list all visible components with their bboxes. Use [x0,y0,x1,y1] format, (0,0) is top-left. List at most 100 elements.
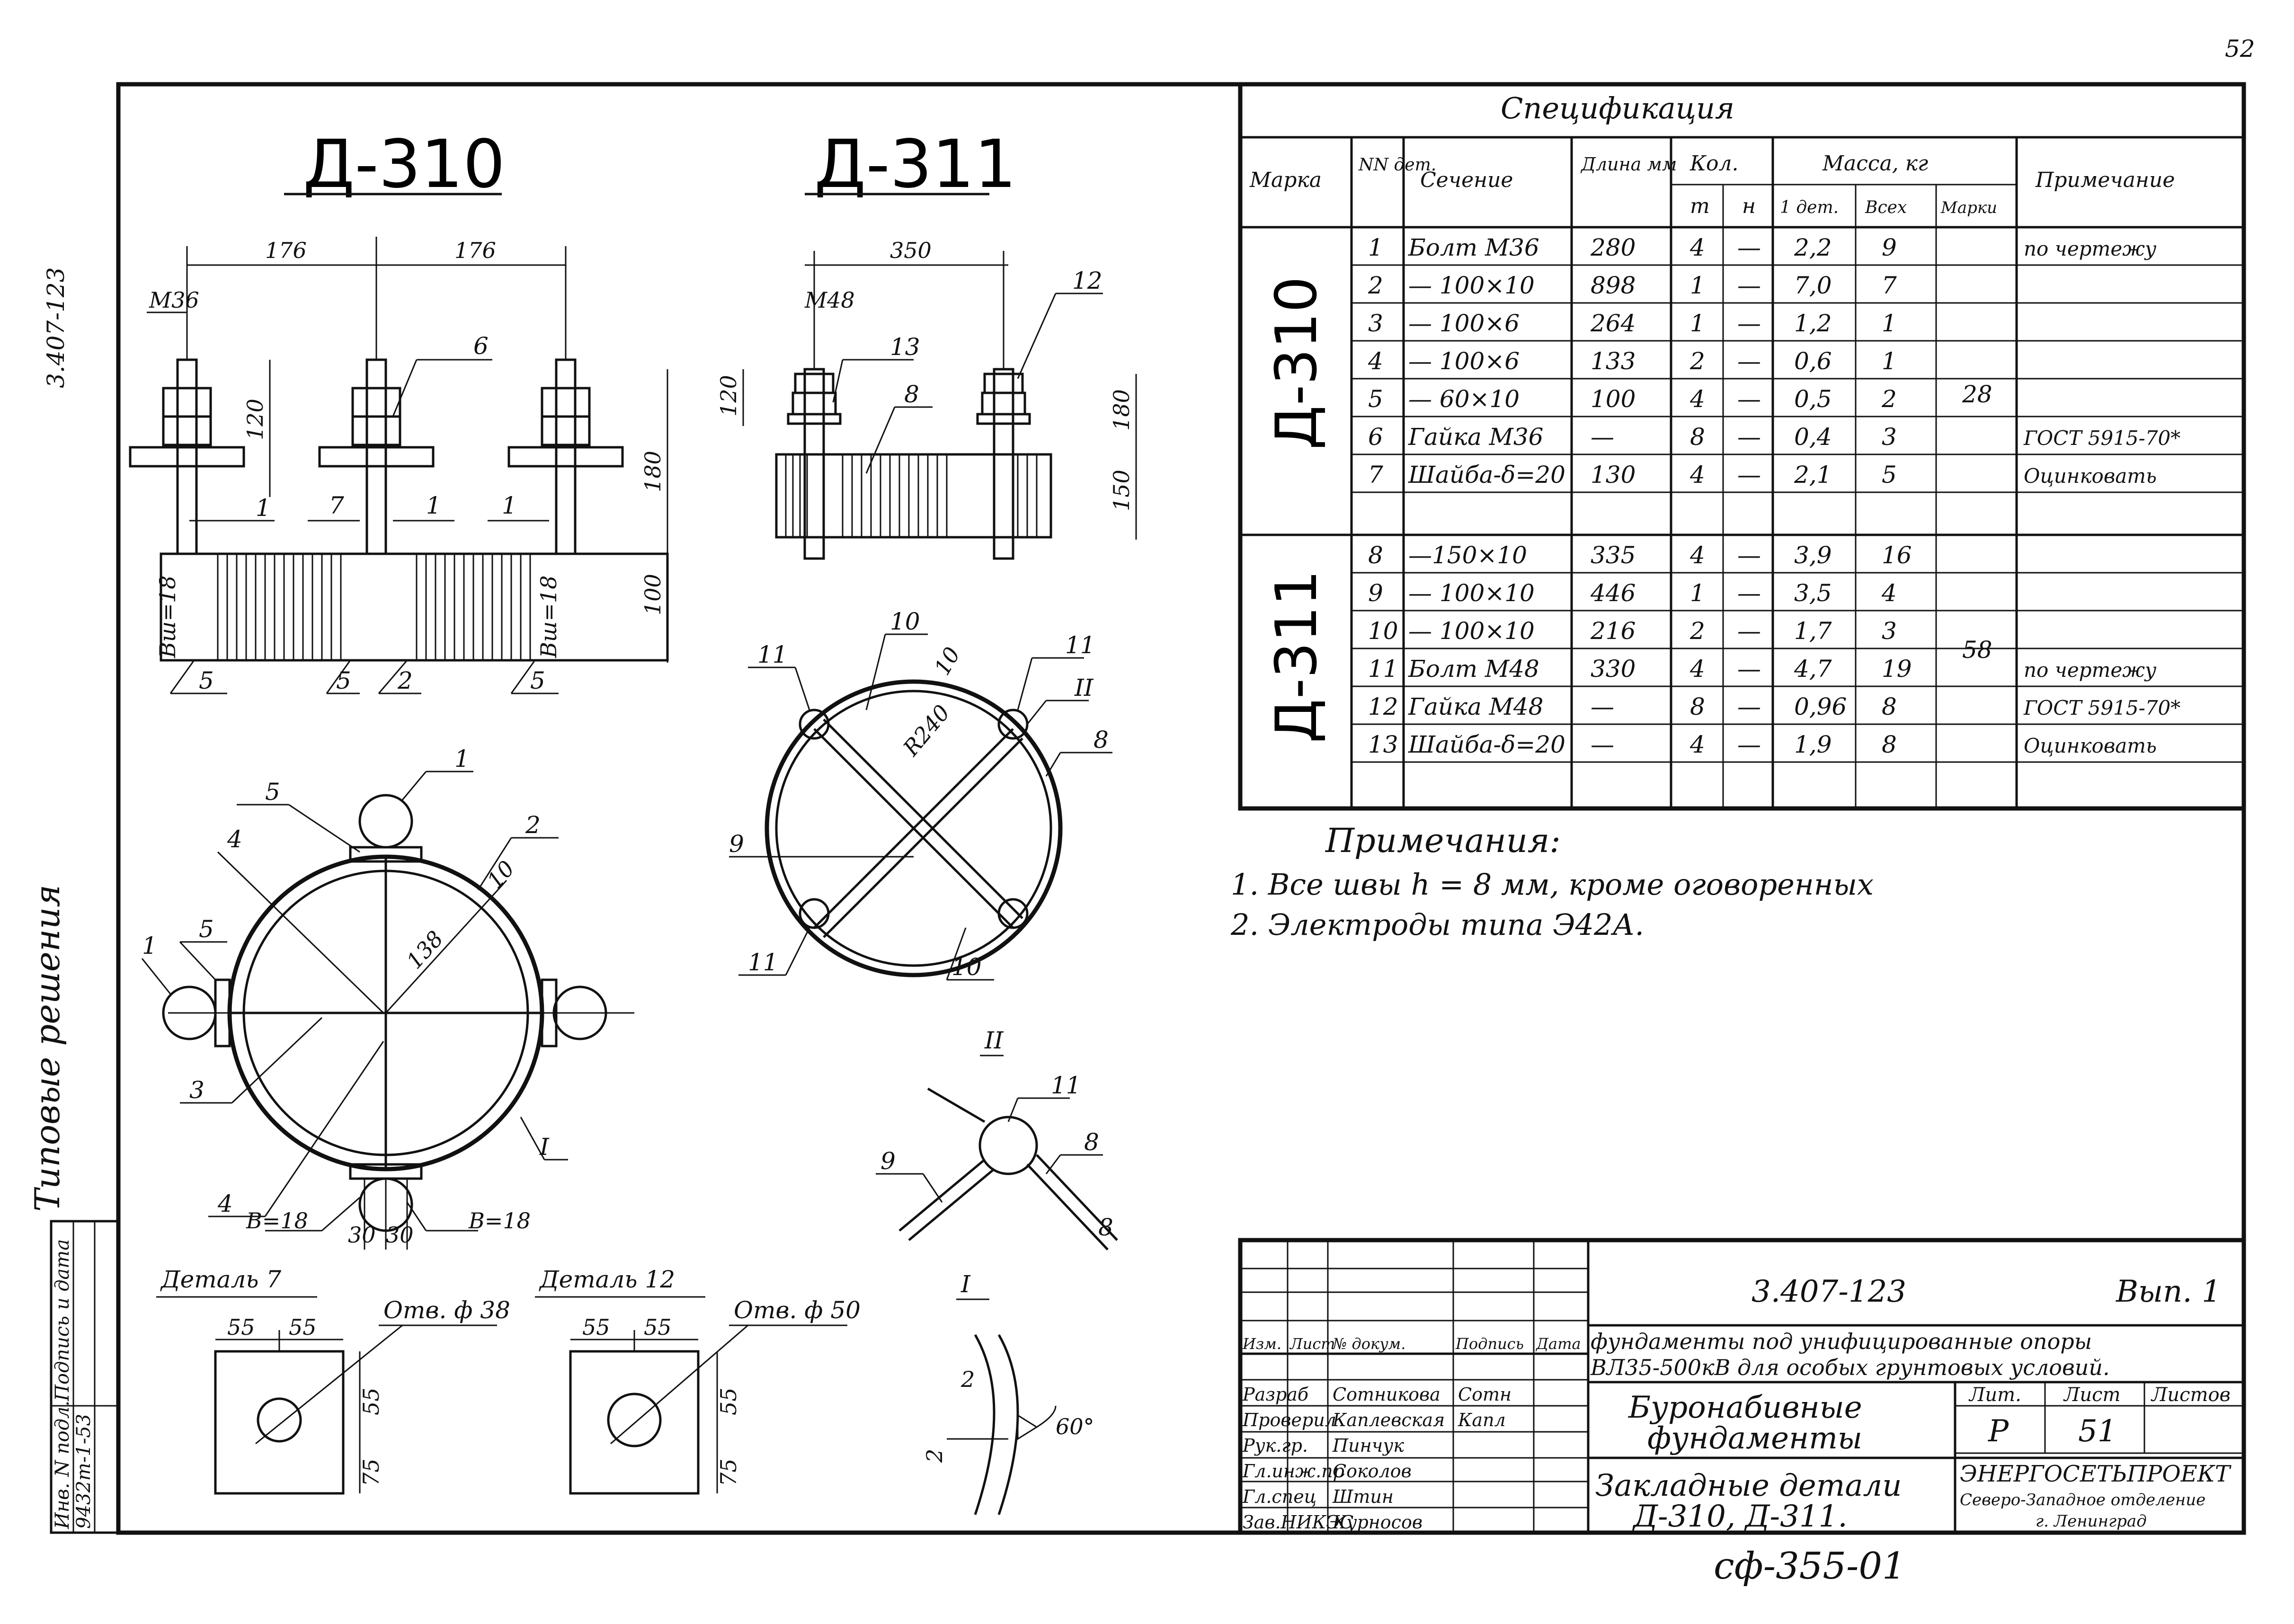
spec-cell-t: 1 [1690,579,1705,607]
d310-callout-6: 6 [473,332,489,360]
node2-callout-11: 11 [1051,1072,1081,1099]
spec-cell-mall: 5 [1882,461,1897,488]
spec-cell-len: 280 [1590,234,1636,261]
detail12-h2: 75 [716,1458,741,1486]
spec-cell-nn: 11 [1368,655,1398,683]
spec-cell-t: 8 [1690,693,1705,720]
spec-cell-m1: 0,96 [1794,693,1847,720]
spec-cell-prim: ГОСТ 5915-70* [2023,426,2180,450]
tb-staff-name: Сотникова [1333,1384,1440,1405]
spec-cell-sech: — 60×10 [1408,385,1520,413]
spec-cell-len: 446 [1590,579,1636,607]
tb-staff-role: Гл.спец [1242,1486,1316,1507]
spec-cell-m1: 3,9 [1794,541,1832,569]
spec-cell-len: 100 [1591,385,1636,413]
spec-cell-nn: 8 [1368,541,1383,569]
spec-cell-prim: Оцинковать [2024,734,2157,757]
spec-h-odet: 1 дет. [1780,198,1839,217]
spec-cell-sech: Шайба-δ=20 [1408,461,1565,488]
node2-callout-9: 9 [880,1147,896,1175]
tb-col-list: Лист [1289,1335,1335,1353]
d310-callout-1b: 1 [426,492,441,519]
spec-cell-len: 133 [1591,347,1636,375]
tb-col-ndok: № докум. [1332,1335,1405,1353]
plan311-callout-10-bot: 10 [951,953,982,981]
d310-callout-2: 2 [397,667,413,694]
detail7-h1: 55 [358,1387,384,1415]
tb-staff-name: Пинчук [1332,1435,1404,1456]
spec-cell-t: 4 [1689,461,1705,488]
spec-cell-mall: 8 [1882,731,1897,758]
spec-cell-mall: 4 [1881,579,1897,607]
side-sign-label: Подпись и дата [52,1239,73,1402]
page-number: 52 [2225,35,2255,62]
spec-cell-len: — [1591,423,1614,451]
spec-cell-mall: 3 [1882,423,1897,451]
spec-cell-t: 2 [1689,617,1705,645]
node1-gap: 2 [922,1449,947,1463]
detail7-hole: Отв. ф 38 [383,1296,510,1324]
spec-cell-nn: 6 [1368,423,1383,451]
spec-cell-sech: — 100×10 [1408,617,1535,645]
d310-span-right: 176 [454,238,496,263]
bottom-code: сф-355-01 [1714,1545,1906,1588]
spec-group-d310: Д-310 [1264,276,1330,450]
spec-h-prim: Примечание [2035,168,2175,192]
d310-bolt-center [318,358,435,555]
note-2: 2. Электроды типа Э42А. [1230,907,1644,942]
spec-cell-nn: 7 [1368,461,1383,488]
spec-cell-t: 4 [1689,234,1705,261]
spec-cell-nn: 5 [1368,385,1383,413]
spec-cell-sech: Болт М48 [1408,655,1539,683]
tb-staff-role: Гл.инж.пр [1242,1461,1344,1482]
detail12-h1: 55 [716,1387,741,1415]
d311-callout-12: 12 [1072,267,1103,294]
plan310-callout-4-bot: 4 [217,1190,233,1217]
d311-bolt-left [787,368,842,560]
d311-elevation: Д-311 350 М48 [716,126,1137,560]
tb-project-l2: ВЛ35-500кВ для особых грунтовых условий. [1590,1355,2110,1380]
spec-cell-t: 8 [1690,423,1705,451]
d310-span-left: 176 [265,238,307,263]
tb-list: 51 [2078,1414,2116,1449]
tb-lit-label: Лит. [1968,1384,2021,1406]
spec-mass-marki-d311: 58 [1962,636,1992,664]
node-II: II 11 9 8 8 [876,1027,1118,1251]
plan310-callout-5-left: 5 [199,915,214,943]
d310-callout-5c: 5 [530,667,545,694]
node2-callout-8a: 8 [1084,1128,1099,1156]
spec-cell-n: — [1737,385,1761,413]
side-doc-code: 3.407-123 [42,267,70,388]
d310-h-bot: 100 [640,574,666,615]
d311-callout-8: 8 [904,381,919,408]
plan311-callout-8: 8 [1094,726,1109,754]
spec-cell-m1: 7,0 [1794,272,1832,299]
spec-cell-m1: 1,7 [1794,617,1832,645]
detail7-h2: 75 [358,1458,384,1486]
note-1: 1. Все швы h = 8 мм, кроме оговоренных [1231,867,1874,902]
d310-callout-5b: 5 [336,667,351,694]
spec-h-t: т [1690,194,1710,218]
node1-weld: 2 [960,1367,975,1392]
spec-cell-prim: ГОСТ 5915-70* [2023,696,2180,719]
tb-listov-label: Листов [2151,1384,2231,1406]
spec-cell-len: 216 [1590,617,1636,645]
plan310-callout-1-left: 1 [142,932,157,959]
tb-staff-name: Соколов [1333,1461,1412,1482]
tb-object-l1: Буронабивные [1628,1390,1862,1425]
spec-cell-len: — [1591,693,1614,720]
spec-cell-n: — [1737,541,1761,569]
spec-h-nn: NN дет. [1358,155,1436,175]
tb-staff-sign: Сотн [1458,1384,1512,1405]
spec-cell-n: — [1737,423,1761,451]
d311-span: 350 [890,238,932,263]
plan310-weld-l: В=18 [246,1208,308,1234]
node-I: I 2 60° 2 [922,1270,1094,1515]
plan310-callout-1-top: 1 [454,745,470,772]
spec-cell-t: 4 [1689,731,1705,758]
spec-cell-m1: 1,2 [1794,310,1832,337]
d311-h-top: 120 [716,375,741,417]
spec-cell-len: — [1591,731,1614,758]
plan310-callout-4-top: 4 [227,825,242,853]
